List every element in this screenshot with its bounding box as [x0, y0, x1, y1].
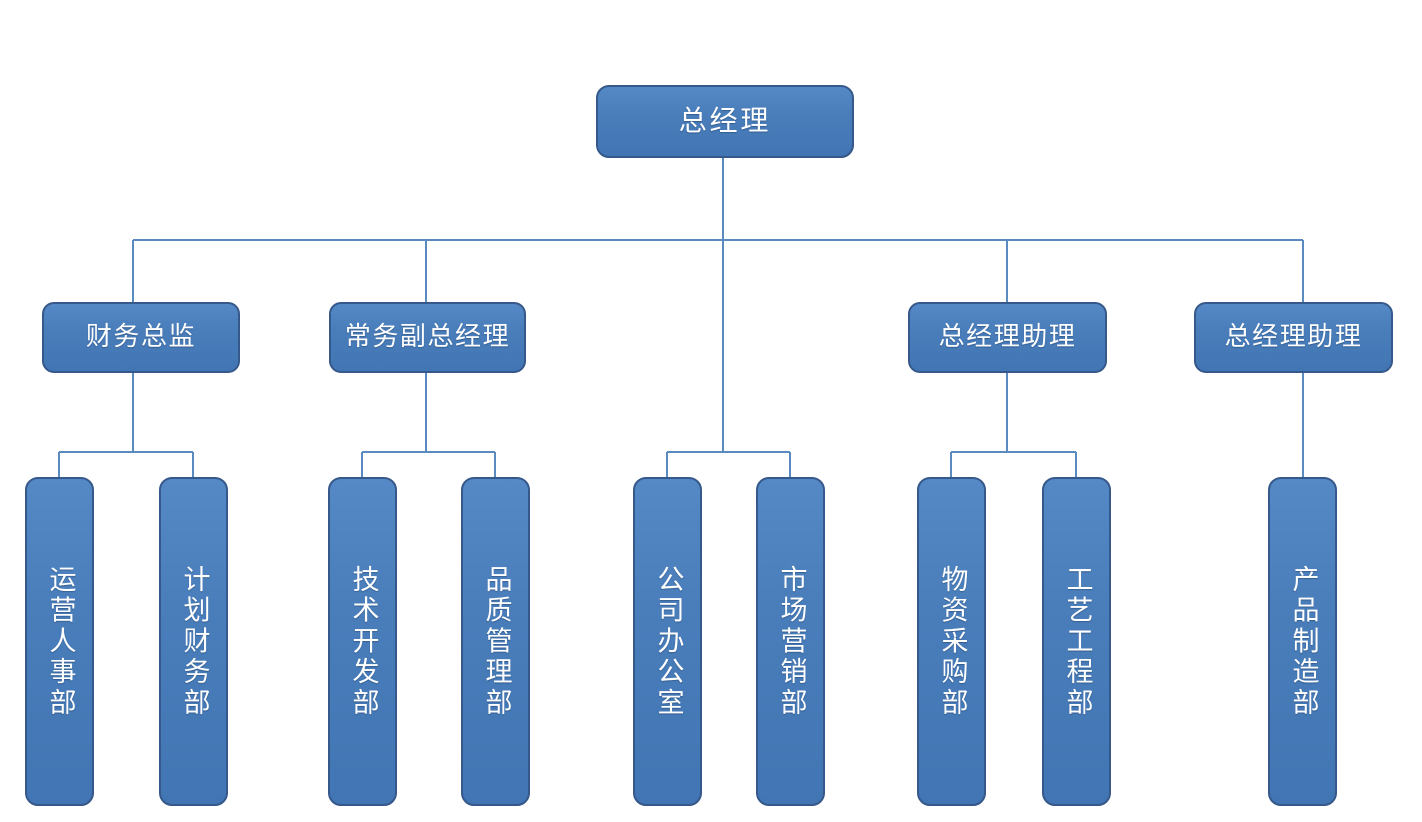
node-label: 公司办公室: [652, 564, 684, 719]
node-label: 计划财务部: [178, 564, 210, 719]
node-process-engineering-department[interactable]: 工艺工程部: [1042, 477, 1111, 806]
node-label: 总经理助理: [1224, 322, 1363, 353]
node-label: 财务总监: [85, 322, 197, 353]
node-product-manufacturing-department[interactable]: 产品制造部: [1268, 477, 1337, 806]
node-label: 技术开发部: [347, 564, 379, 719]
node-label: 总经理助理: [938, 322, 1077, 353]
node-marketing-department[interactable]: 市场营销部: [756, 477, 825, 806]
node-label: 运营人事部: [44, 564, 76, 719]
node-company-office[interactable]: 公司办公室: [633, 477, 702, 806]
node-label: 品质管理部: [480, 564, 512, 719]
node-label: 产品制造部: [1287, 564, 1319, 719]
node-label: 常务副总经理: [344, 322, 511, 353]
node-material-procurement-department[interactable]: 物资采购部: [917, 477, 986, 806]
node-label: 工艺工程部: [1061, 564, 1093, 719]
node-technology-development-department[interactable]: 技术开发部: [328, 477, 397, 806]
node-executive-deputy-general-manager[interactable]: 常务副总经理: [329, 302, 526, 373]
node-general-manager-assistant-1[interactable]: 总经理助理: [908, 302, 1107, 373]
node-label: 总经理: [678, 104, 772, 138]
node-label: 市场营销部: [775, 564, 807, 719]
node-finance-director[interactable]: 财务总监: [42, 302, 240, 373]
node-general-manager-assistant-2[interactable]: 总经理助理: [1194, 302, 1393, 373]
node-operations-hr-department[interactable]: 运营人事部: [25, 477, 94, 806]
node-planning-finance-department[interactable]: 计划财务部: [159, 477, 228, 806]
node-label: 物资采购部: [936, 564, 968, 719]
node-general-manager[interactable]: 总经理: [596, 85, 854, 158]
node-quality-management-department[interactable]: 品质管理部: [461, 477, 530, 806]
